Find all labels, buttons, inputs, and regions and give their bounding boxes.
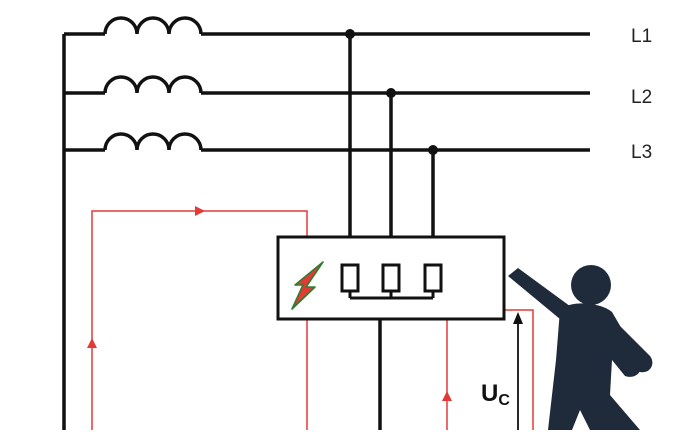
resistor-icon: [381, 263, 401, 293]
inductor-coil-icon: [103, 16, 203, 35]
inductor-coil-icon: [103, 132, 203, 151]
touch-current-path: [446, 309, 534, 430]
lightning-fault-icon: [291, 261, 324, 310]
touch-voltage-label: UC: [481, 380, 510, 410]
arrow-right-icon: [195, 206, 205, 216]
person-touching-icon: [508, 265, 653, 430]
touch-voltage-symbol: U: [481, 380, 499, 407]
phase-l3-line: [64, 132, 590, 155]
arrow-up-icon: [442, 391, 452, 401]
arrow-up-icon: [513, 312, 523, 324]
resistor-icon: [340, 263, 360, 293]
phase-label-l2: L2: [631, 87, 653, 108]
phase-l2-line: [64, 75, 590, 98]
fault-current-path: [91, 210, 308, 430]
arrow-up-icon: [87, 338, 97, 348]
resistor-icon: [423, 263, 443, 293]
touch-voltage-subscript: C: [498, 392, 510, 409]
inductor-coil-icon: [103, 75, 203, 94]
phase-label-l1: L1: [631, 26, 653, 47]
phase-l1-line: [64, 16, 590, 39]
phase-label-l3: L3: [631, 142, 653, 163]
